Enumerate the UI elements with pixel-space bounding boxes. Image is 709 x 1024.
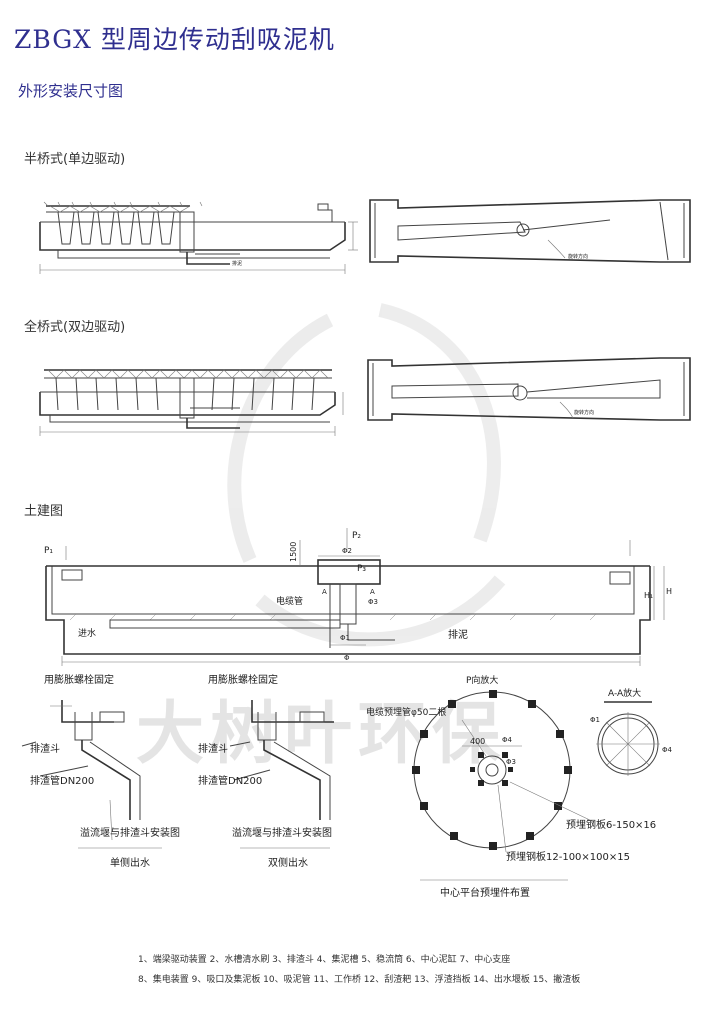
half-bridge-elevation: 排泥 (39, 201, 358, 274)
half-bridge-rotation-label: 旋转方向 (568, 253, 588, 260)
civil-phi1: Φ1 (340, 634, 350, 642)
civil-phi: Φ (344, 654, 350, 662)
steel-plate-label-1: 预埋钢板6-150×16 (566, 818, 656, 831)
civil-p2: P₂ (352, 531, 361, 541)
weir-detail-single (21, 700, 162, 849)
weir-caption-1: 溢流堰与排渣斗安装图 (80, 826, 180, 839)
civil-outlet: 排泥 (448, 628, 468, 641)
p-view-phi3: Φ3 (506, 758, 516, 766)
section-civil: 土建图 (24, 504, 64, 519)
aa-view-phi4: Φ4 (662, 746, 673, 754)
watermark-leaf-logo (227, 303, 506, 647)
dim-400-label: 400 (470, 737, 485, 746)
legend-line-2: 8、集电装置 9、吸口及集泥板 10、吸泥管 11、工作桥 12、刮渣耙 13、… (138, 975, 581, 985)
cable-preburied-label: 电缆预埋管φ50二根 (366, 706, 446, 718)
civil-phi3: Φ3 (368, 598, 378, 606)
civil-a-left: A (322, 588, 327, 596)
civil-p3: P₃ (357, 564, 366, 574)
civil-cable-pipe: 电缆管 (276, 595, 303, 607)
civil-inlet: 进水 (78, 627, 96, 639)
full-bridge-rotation-label: 旋转方向 (574, 409, 594, 416)
half-bridge-plan: 旋转方向 (369, 199, 691, 263)
aa-view-detail (596, 701, 660, 776)
bolt-fix-label-1: 用膨胀螺栓固定 (44, 673, 114, 686)
p-view-plan (412, 690, 595, 881)
civil-h: H (666, 587, 672, 596)
civil-h1: H₁ (644, 591, 653, 600)
slag-pipe-label-2: 排渣管DN200 (198, 774, 262, 787)
page-title: ZBGX 型周边传动刮吸泥机 (14, 25, 335, 54)
slag-pipe-label-1: 排渣管DN200 (30, 774, 94, 787)
double-side-label: 双侧出水 (268, 856, 308, 869)
slag-hopper-label-1: 排渣斗 (30, 742, 60, 755)
section-half-bridge: 半桥式(单边驱动) (24, 152, 126, 167)
center-platform-label: 中心平台预埋件布置 (440, 886, 530, 899)
civil-a-right: A (370, 588, 375, 596)
slag-hopper-label-2: 排渣斗 (198, 742, 228, 755)
p-view-phi4: Φ4 (502, 736, 513, 744)
bolt-fix-label-2: 用膨胀螺栓固定 (208, 673, 278, 686)
full-bridge-elevation (39, 369, 344, 436)
civil-phi2: Φ2 (342, 547, 352, 555)
p-view-label: P向放大 (466, 674, 498, 686)
weir-detail-double (229, 700, 334, 849)
page-subtitle: 外形安装尺寸图 (18, 82, 124, 100)
civil-dim-1500: 1500 (289, 542, 298, 562)
half-bridge-sludge-label: 排泥 (232, 260, 242, 267)
weir-caption-2: 溢流堰与排渣斗安装图 (232, 826, 332, 839)
legend-line-1: 1、端梁驱动装置 2、水槽清水刷 3、排渣斗 4、集泥槽 5、稳流筒 6、中心泥… (138, 955, 511, 965)
civil-p1: P₁ (44, 546, 53, 556)
full-bridge-plan: 旋转方向 (367, 357, 691, 421)
aa-view-phi1: Φ1 (590, 716, 600, 724)
steel-plate-label-2: 预埋钢板12-100×100×15 (506, 850, 630, 863)
single-side-label: 单侧出水 (110, 856, 150, 869)
section-full-bridge: 全桥式(双边驱动) (24, 320, 126, 335)
civil-section: P₁ P₂ P₃ 1500 Φ2 Φ1 Φ3 Φ A A 电缆管 进水 排泥 H… (44, 528, 672, 666)
aa-view-label: A-A放大 (608, 687, 641, 699)
watermark-text: 大树叶环保 (136, 695, 507, 774)
